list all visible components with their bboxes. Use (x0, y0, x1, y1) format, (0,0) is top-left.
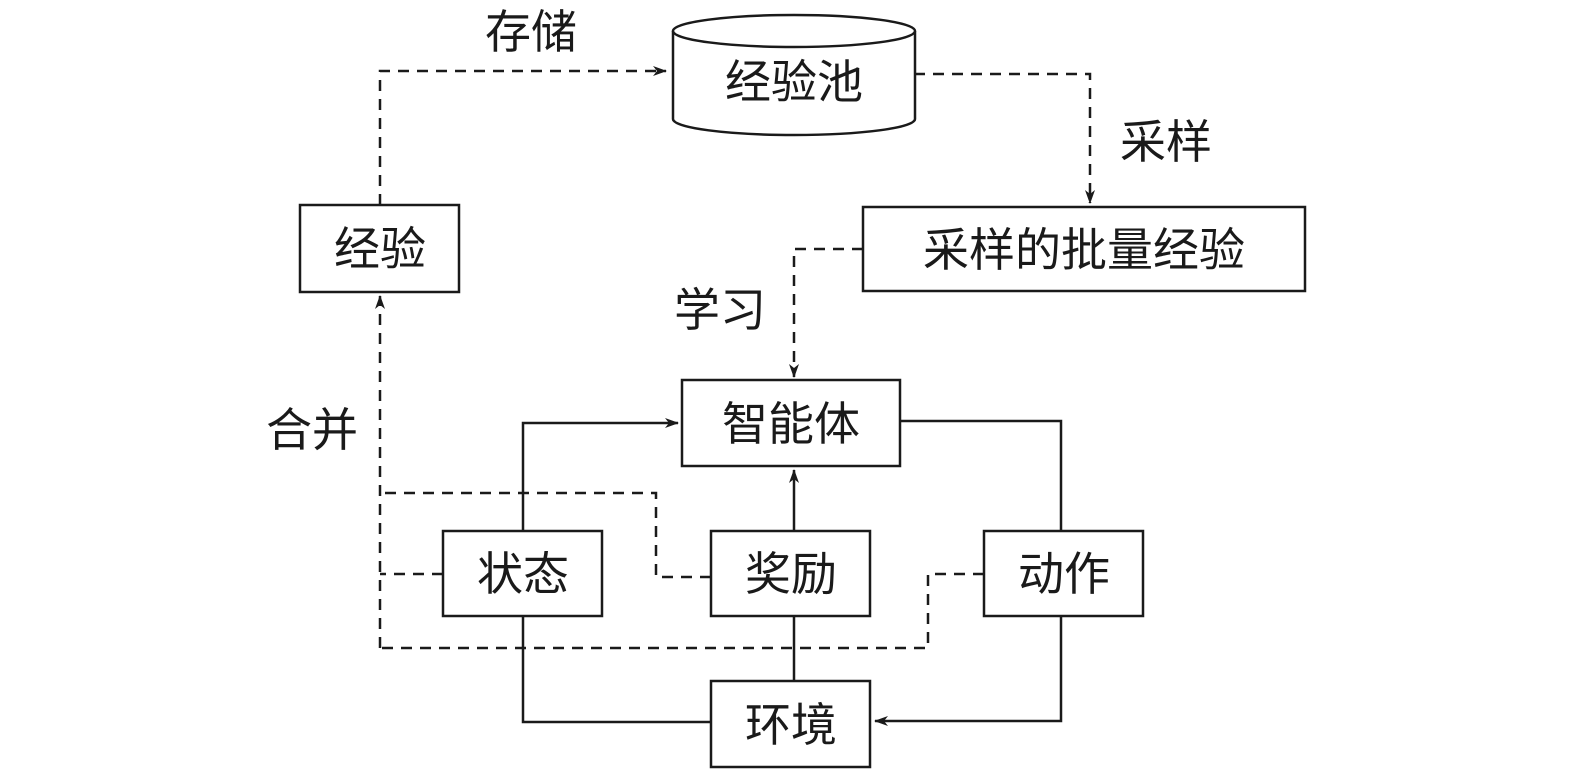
reward-label: 奖励 (745, 547, 837, 601)
state-label: 状态 (477, 547, 569, 601)
learn-label: 学习 (674, 283, 766, 337)
action-label: 动作 (1018, 547, 1110, 601)
sample-edge (914, 72, 1095, 204)
environment-to-state-edge (521, 616, 711, 724)
sample-label: 采样 (1120, 115, 1212, 169)
learn-edge (789, 247, 863, 378)
reward-node: 奖励 (709, 529, 872, 618)
store-edge (378, 66, 667, 205)
experience-label: 经验 (334, 222, 426, 276)
agent-to-action-edge (900, 419, 1063, 531)
sampled-batch-node: 采样的批量经验 (861, 205, 1307, 293)
state-to-agent-edge (521, 418, 679, 531)
store-label: 存储 (485, 5, 577, 59)
agent-label: 智能体 (722, 397, 860, 451)
state-node: 状态 (441, 529, 604, 618)
agent-node: 智能体 (680, 378, 902, 468)
action-to-environment-edge (874, 616, 1063, 726)
environment-node: 环境 (709, 679, 872, 769)
action-node: 动作 (982, 529, 1145, 618)
merge-from-reward (380, 491, 711, 579)
experience-pool-label: 经验池 (725, 55, 863, 109)
merge-label: 合并 (266, 403, 358, 457)
sampled-batch-label: 采样的批量经验 (923, 223, 1245, 277)
environment-label: 环境 (745, 698, 837, 752)
experience-node: 经验 (298, 203, 461, 294)
experience-pool-node: 经验池 (671, 13, 917, 137)
merge-from-action (380, 572, 984, 650)
